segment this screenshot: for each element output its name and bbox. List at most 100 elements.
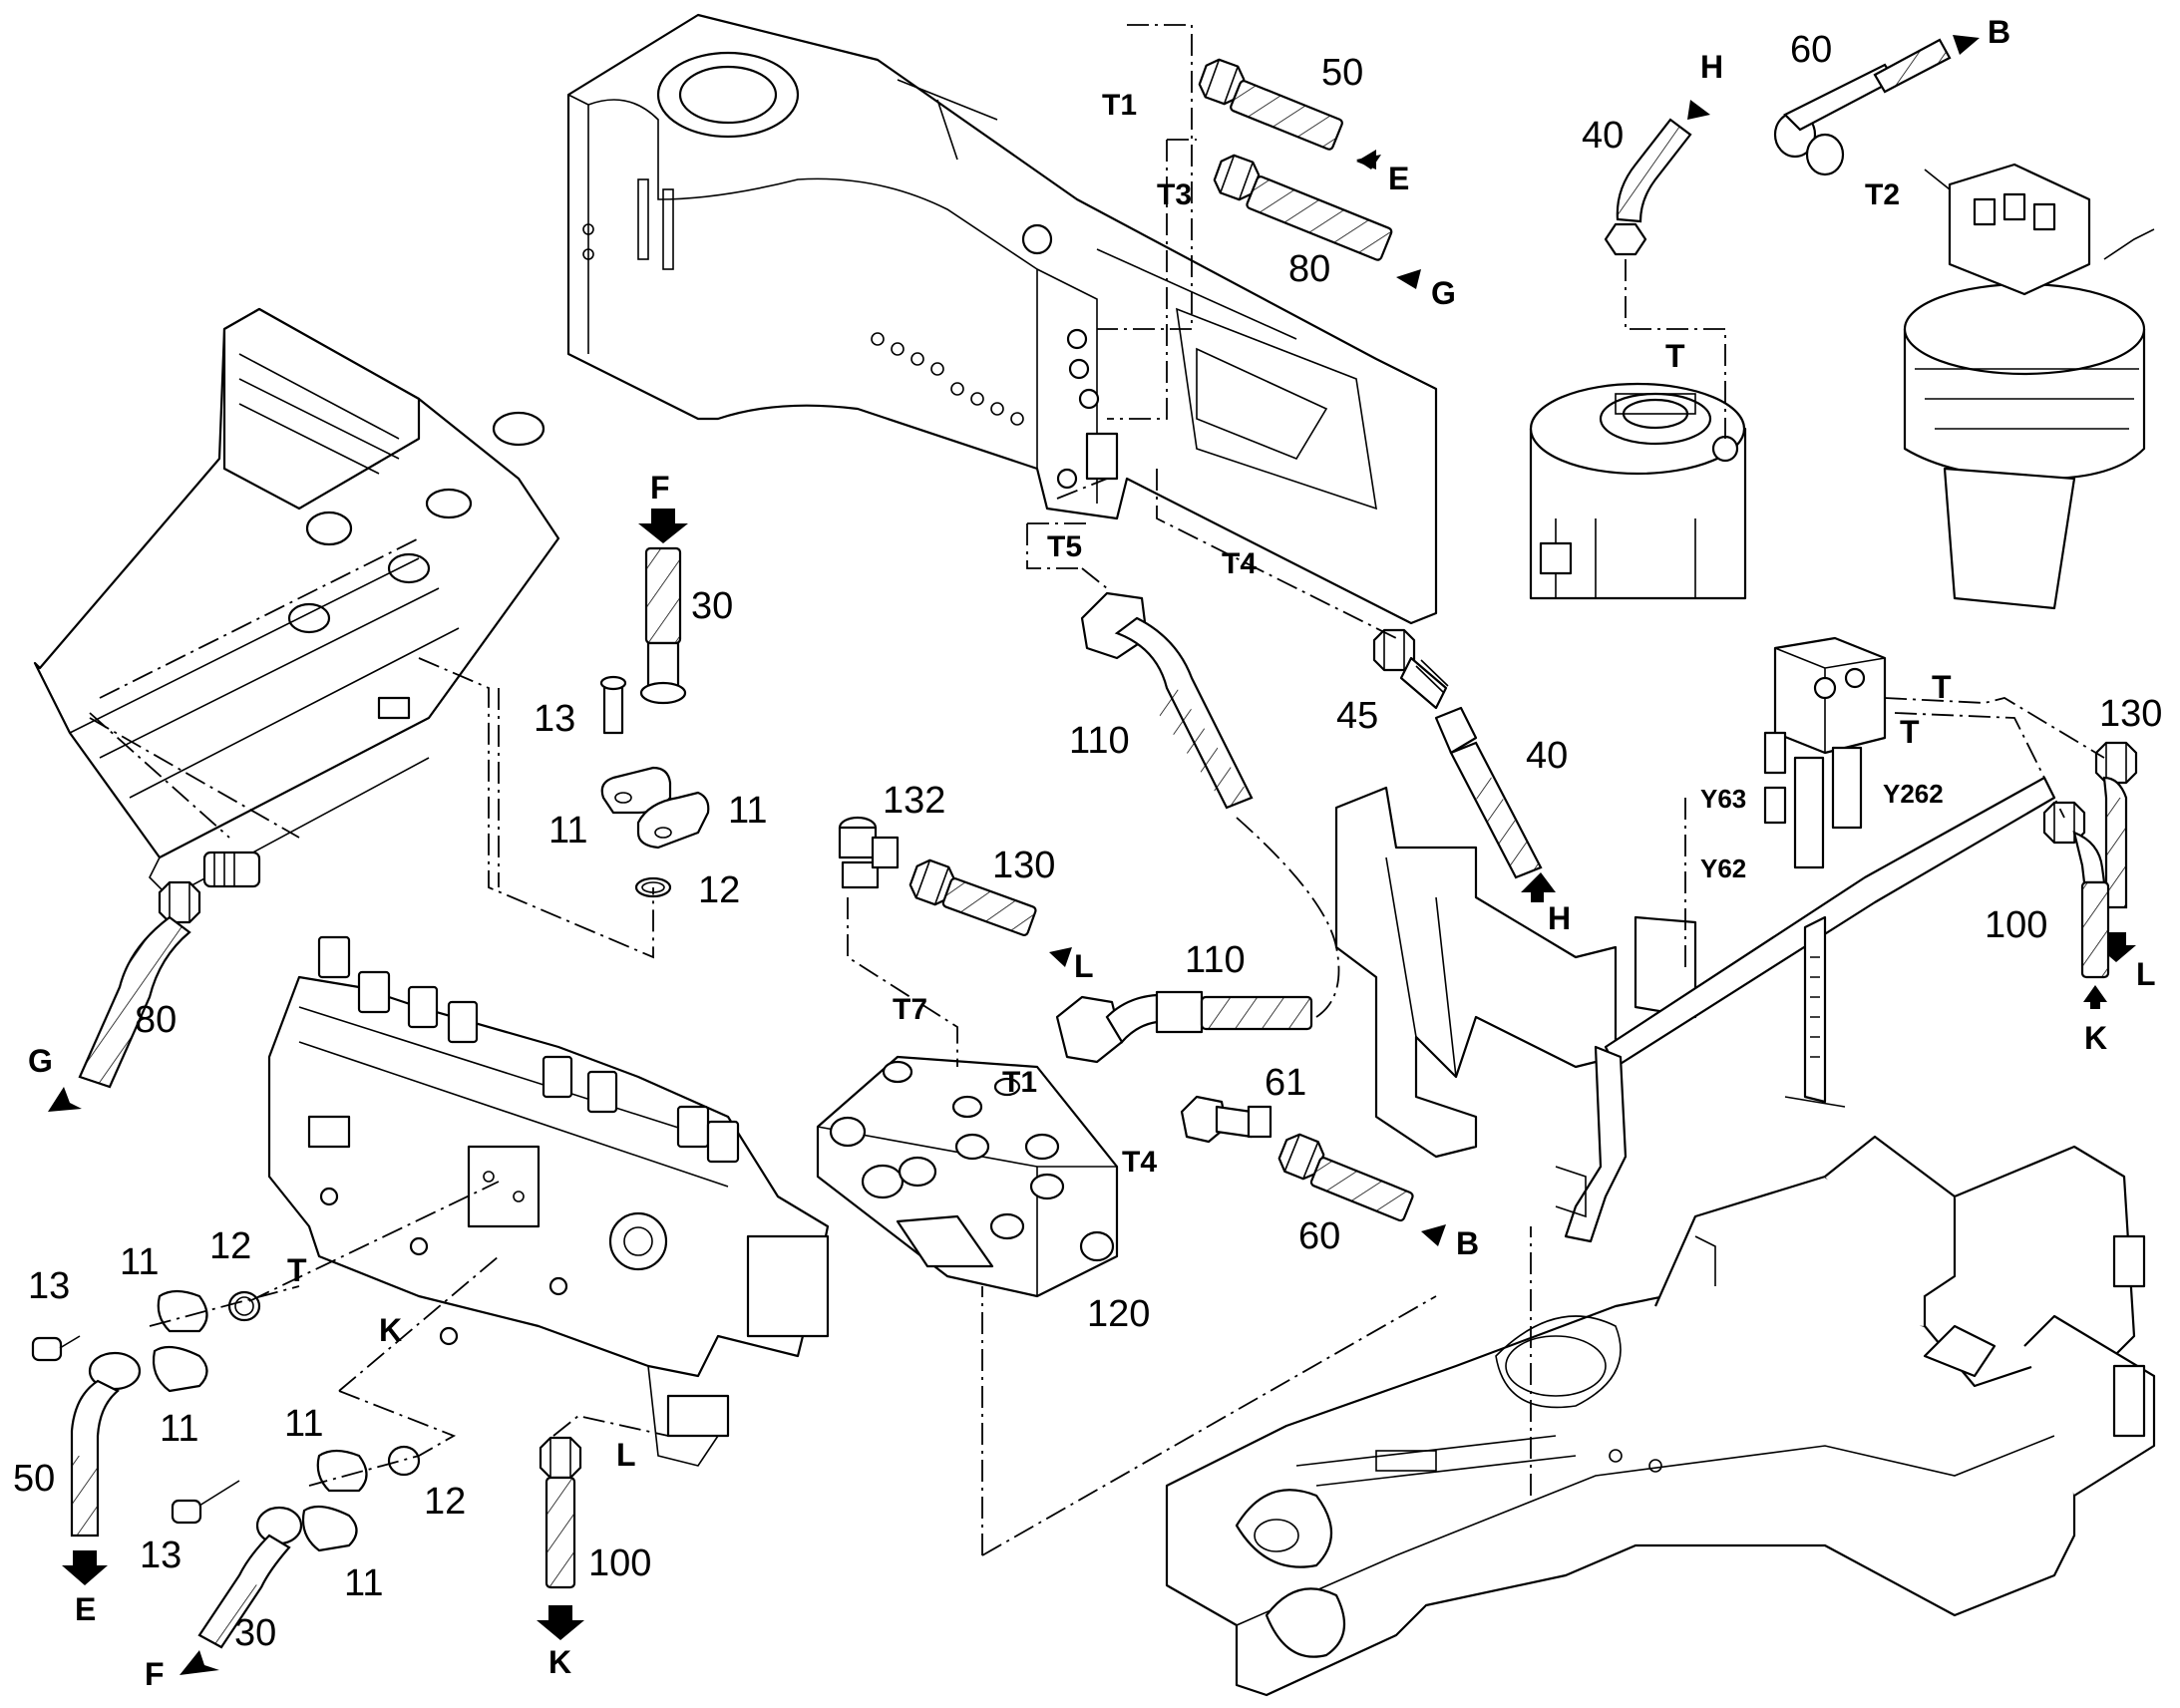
tag-T4: T4 (1222, 547, 1257, 580)
part-numbers: 50 80 40 60 30 13 11 11 12 80 110 110 45… (13, 29, 2162, 1654)
port-B: B (1456, 1225, 1479, 1261)
label-11: 11 (160, 1408, 198, 1450)
label-12: 12 (424, 1481, 466, 1523)
label-60: 60 (1298, 1215, 1340, 1257)
tag-T1: T1 (1002, 1066, 1037, 1099)
arrow-icon (1687, 100, 1710, 120)
solenoid-valve-block (1763, 636, 1887, 869)
hose-40-top (1604, 100, 1710, 256)
support-frame (1334, 776, 2056, 1243)
label-11: 11 (548, 810, 587, 852)
port-L: L (2136, 956, 2156, 992)
hose-110-lower (1055, 990, 1313, 1064)
fitting-80-left (48, 851, 261, 1112)
label-13: 13 (140, 1535, 182, 1576)
arrow-icon (1049, 947, 1072, 967)
label-50: 50 (1321, 52, 1363, 94)
connection-tags: T1 T3 T2 T5 T4 T7 T1 T4 (893, 89, 1900, 1179)
label-100: 100 (1985, 904, 2047, 946)
port-F: F (145, 1656, 165, 1692)
port-K: K (548, 1644, 571, 1680)
tag-T5: T5 (1047, 530, 1082, 563)
port-T: T (1932, 669, 1952, 705)
control-valve-block (267, 935, 830, 1467)
label-30: 30 (234, 1612, 276, 1654)
label-13: 13 (534, 698, 575, 740)
label-11: 11 (120, 1241, 159, 1283)
flange-set-top (599, 675, 710, 898)
label-132: 132 (883, 780, 945, 822)
manifold-120 (816, 1055, 1119, 1298)
hose-80-top (1210, 151, 1421, 289)
hose-100-bottom (537, 1436, 584, 1640)
hose-50-bottom (31, 1289, 261, 1585)
hose-110-upper (1080, 591, 1254, 810)
label-80: 80 (135, 999, 177, 1041)
label-11: 11 (728, 790, 767, 832)
port-G: G (1431, 275, 1456, 311)
boom-frame (566, 13, 1438, 625)
label-Y262: Y262 (1883, 779, 1944, 809)
port-E: E (1388, 161, 1409, 196)
label-110: 110 (1185, 939, 1246, 981)
tag-T3: T3 (1157, 178, 1192, 211)
label-Y63: Y63 (1700, 784, 1746, 814)
label-50: 50 (13, 1458, 55, 1500)
label-60: 60 (1790, 29, 1832, 71)
arrow-icon (1396, 269, 1421, 289)
arrow-icon (537, 1605, 584, 1640)
hose-45-40 (1372, 628, 1556, 902)
arrow-icon (1953, 35, 1980, 55)
tag-T2: T2 (1865, 178, 1900, 211)
hose-100-right (2042, 801, 2110, 1009)
port-K: K (379, 1312, 402, 1348)
swivel-joint (1529, 382, 1747, 600)
label-40: 40 (1526, 735, 1568, 777)
arrow-icon (48, 1087, 82, 1112)
label-Y62: Y62 (1700, 854, 1746, 883)
tag-T7: T7 (893, 993, 927, 1026)
label-13: 13 (28, 1265, 70, 1307)
hose-130-right (2094, 741, 2138, 962)
label-40: 40 (1582, 115, 1624, 157)
solenoid-labels: Y63 Y262 Y62 (1700, 779, 1944, 883)
label-100: 100 (588, 1542, 651, 1584)
port-B: B (1988, 14, 2010, 50)
label-45: 45 (1336, 695, 1378, 737)
arrow-icon (2083, 985, 2107, 1009)
connection-lines (89, 24, 2105, 1556)
port-L: L (1074, 948, 1094, 984)
hose-50-top (1195, 55, 1381, 170)
label-130: 130 (2099, 693, 2162, 735)
port-K: K (2084, 1020, 2107, 1056)
arrow-icon (1421, 1224, 1446, 1246)
label-12: 12 (209, 1225, 251, 1267)
label-80: 80 (1288, 248, 1330, 290)
tag-T1: T1 (1102, 89, 1137, 122)
hose-60-mid (1273, 1129, 1446, 1246)
hose-60-top (1773, 35, 1980, 176)
port-F: F (650, 470, 670, 506)
label-12: 12 (698, 869, 740, 911)
port-H: H (1548, 900, 1571, 936)
hose-30-bottom (171, 1445, 421, 1675)
arrow-icon (180, 1650, 219, 1675)
label-11: 11 (344, 1562, 383, 1604)
tag-T4: T4 (1122, 1146, 1157, 1179)
port-G: G (28, 1043, 53, 1079)
label-120: 120 (1087, 1293, 1150, 1335)
port-letters: E G H B F G H L B L K T K L E F K T T T (28, 14, 2156, 1692)
oil-cooler-assembly (33, 307, 560, 898)
fitting-61 (1180, 1095, 1272, 1144)
undercarriage-chassis (1165, 1135, 2156, 1697)
arrow-icon (1521, 872, 1556, 902)
port-L: L (616, 1437, 636, 1473)
hose-30-top (638, 509, 688, 705)
port-H: H (1700, 49, 1723, 85)
arrow-icon (62, 1550, 108, 1585)
port-T: T (1665, 338, 1685, 374)
label-11: 11 (284, 1403, 323, 1445)
label-61: 61 (1265, 1062, 1306, 1104)
hose-130-mid (906, 855, 1072, 967)
